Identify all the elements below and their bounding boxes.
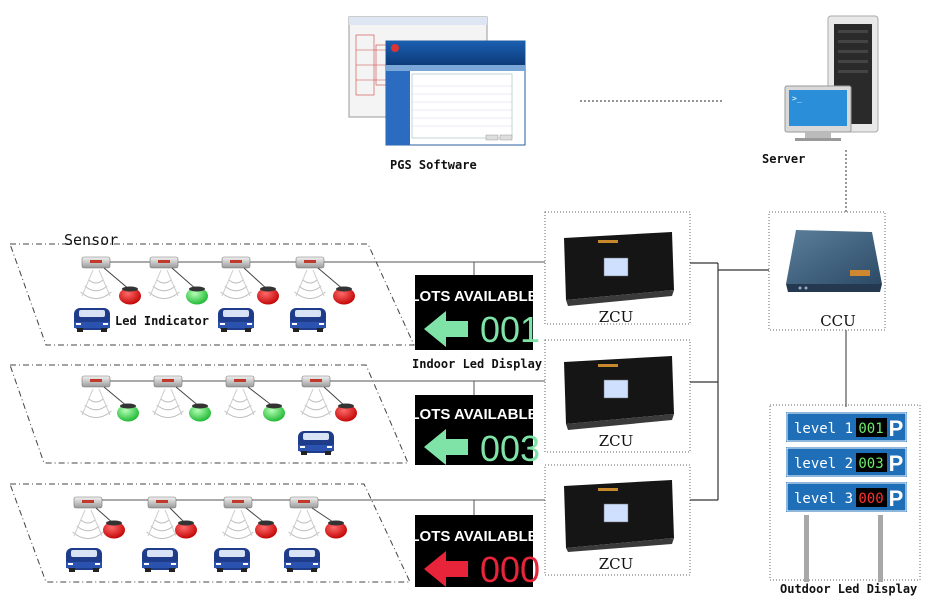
sensor bbox=[146, 496, 178, 540]
zcu-box-1 bbox=[544, 211, 691, 325]
sensor bbox=[294, 256, 326, 300]
indoor-display-1-count: 001 bbox=[480, 309, 540, 350]
outdoor-led-display-label: Outdoor Led Display bbox=[780, 582, 917, 596]
zcu-label-1: ZCU bbox=[599, 308, 634, 326]
parking-p-icon: P bbox=[889, 416, 904, 441]
red-led-indicator bbox=[325, 520, 347, 539]
car-icon bbox=[284, 548, 320, 572]
zcu-box-2 bbox=[544, 339, 691, 453]
red-led-indicator bbox=[333, 286, 355, 305]
indicator-wire bbox=[171, 267, 198, 291]
car-icon bbox=[142, 548, 178, 572]
indoor-led-display-3: LOTS AVAILABLE 000 bbox=[410, 515, 540, 590]
indoor-display-2-title: LOTS AVAILABLE bbox=[410, 406, 537, 423]
outdoor-level-label: level 2 bbox=[794, 456, 853, 472]
zcu-label-3: ZCU bbox=[599, 555, 634, 573]
ccu-box bbox=[768, 211, 886, 331]
car-icon bbox=[66, 548, 102, 572]
outdoor-level-count: 003 bbox=[858, 456, 883, 472]
outdoor-level-row-2: level 2 003 P bbox=[786, 447, 907, 477]
indicator-wire bbox=[243, 267, 269, 291]
red-led-indicator bbox=[175, 520, 197, 539]
indoor-display-3-count: 000 bbox=[480, 549, 540, 590]
outdoor-level-row-1: level 1 001 P bbox=[786, 412, 907, 442]
indoor-led-display-2: LOTS AVAILABLE 003 bbox=[410, 395, 540, 469]
car-icon bbox=[214, 548, 250, 572]
floor-1-area bbox=[9, 243, 415, 346]
outdoor-level-count: 000 bbox=[858, 491, 883, 507]
indicator-wire bbox=[103, 267, 131, 291]
outdoor-level-label: level 3 bbox=[794, 491, 853, 507]
floor-3-area bbox=[9, 483, 411, 583]
indoor-led-display-label: Indoor Led Display bbox=[412, 357, 542, 371]
sensor bbox=[222, 496, 254, 540]
indicator-wire bbox=[317, 267, 345, 291]
indoor-led-display-1: LOTS AVAILABLE 001 bbox=[410, 275, 540, 350]
floor-2-area bbox=[9, 364, 409, 464]
sensor bbox=[300, 375, 332, 419]
pgs-software-screenshot bbox=[348, 16, 526, 146]
indicator-wire bbox=[103, 386, 129, 408]
svg-text:>_: >_ bbox=[792, 94, 802, 103]
parking-p-icon: P bbox=[889, 486, 904, 511]
sensor bbox=[148, 256, 180, 300]
red-led-indicator bbox=[119, 286, 141, 305]
ccu-label: CCU bbox=[820, 312, 856, 330]
indicator-wire bbox=[175, 386, 201, 408]
parking-p-icon: P bbox=[889, 451, 904, 476]
car-icon bbox=[218, 308, 254, 332]
server-computer-icon: >_ bbox=[784, 15, 879, 141]
led-indicator-label: Led Indicator bbox=[115, 314, 209, 328]
sensor-label: Sensor bbox=[64, 231, 118, 249]
indoor-display-2-count: 003 bbox=[480, 428, 540, 469]
sensor bbox=[72, 496, 104, 540]
red-led-indicator bbox=[257, 286, 279, 305]
indicator-wire bbox=[247, 386, 275, 408]
indoor-display-1-title: LOTS AVAILABLE bbox=[410, 288, 537, 305]
zcu-box-3 bbox=[544, 464, 691, 576]
car-icon bbox=[290, 308, 326, 332]
zcu-ccu-bus bbox=[690, 262, 769, 501]
indicator-wire bbox=[323, 386, 347, 408]
arrow-left-icon bbox=[424, 551, 468, 587]
outdoor-level-row-3: level 3 000 P bbox=[786, 482, 907, 512]
outdoor-level-count: 001 bbox=[858, 421, 883, 437]
red-led-indicator bbox=[255, 520, 277, 539]
server-label: Server bbox=[762, 152, 805, 166]
green-led-indicator bbox=[117, 403, 139, 422]
car-icon bbox=[298, 431, 334, 455]
red-led-indicator bbox=[335, 403, 357, 422]
sensor bbox=[152, 375, 184, 419]
sensor bbox=[224, 375, 256, 419]
red-led-indicator bbox=[103, 520, 125, 539]
green-led-indicator bbox=[186, 286, 208, 305]
outdoor-level-label: level 1 bbox=[794, 421, 853, 437]
sensor bbox=[80, 256, 112, 300]
zcu-label-2: ZCU bbox=[599, 432, 634, 450]
pgs-software-label: PGS Software bbox=[390, 158, 477, 172]
sensor bbox=[220, 256, 252, 300]
sensor bbox=[80, 375, 112, 419]
green-led-indicator bbox=[263, 403, 285, 422]
arrow-left-icon bbox=[424, 429, 468, 465]
indoor-display-3-title: LOTS AVAILABLE bbox=[410, 528, 537, 545]
car-icon bbox=[74, 308, 110, 332]
arrow-left-icon bbox=[424, 311, 468, 347]
sensor bbox=[288, 496, 320, 540]
green-led-indicator bbox=[189, 403, 211, 422]
